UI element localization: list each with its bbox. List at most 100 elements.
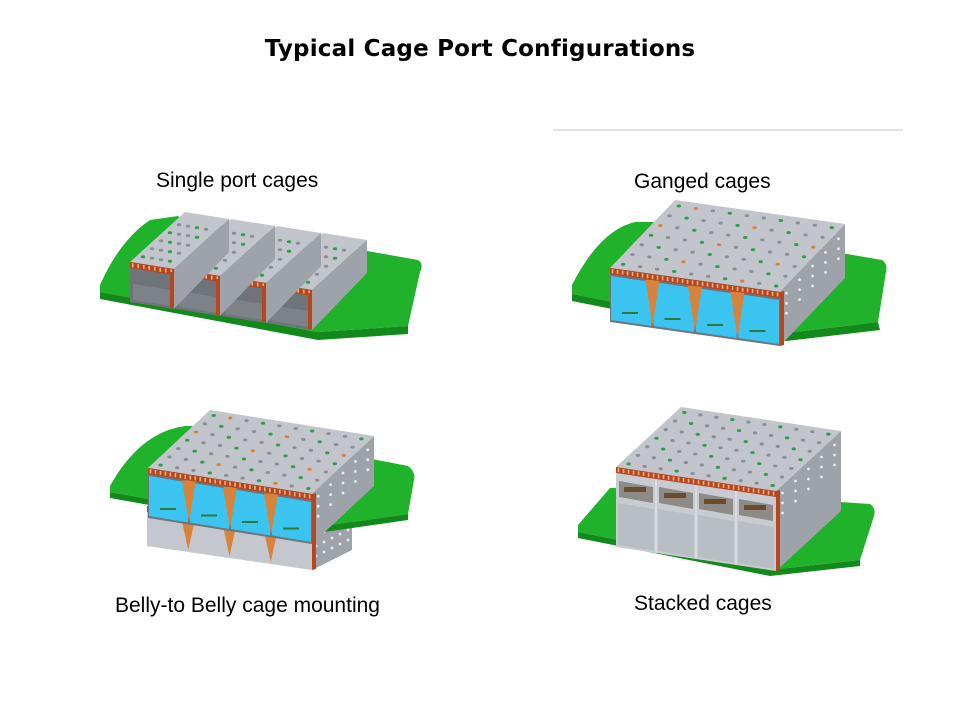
vent-hole [193, 430, 199, 434]
side-vent [785, 301, 788, 305]
vent-hole [786, 231, 791, 235]
cage-side [220, 226, 275, 316]
vent-hole [149, 256, 155, 260]
side-vent [329, 503, 332, 506]
vent-hole [316, 459, 321, 463]
gasket-finger [632, 470, 635, 475]
gasket-finger [174, 473, 177, 478]
vent-hole [630, 253, 635, 257]
vent-hole [760, 238, 765, 242]
vent-hole [301, 437, 306, 441]
lower-port [698, 515, 734, 563]
vent-hole [743, 440, 748, 444]
vent-hole [725, 457, 730, 461]
vent-hole [306, 487, 311, 491]
gasket-finger [637, 471, 640, 476]
vent-hole [667, 214, 672, 218]
vent-hole [211, 413, 216, 417]
vent-hole [795, 221, 801, 225]
gasket-finger [742, 487, 745, 492]
gasket-finger [298, 492, 301, 497]
vent-hole [671, 270, 677, 274]
vent-hole [174, 466, 180, 470]
vent-hole [767, 250, 773, 254]
copper-side-gasket [312, 493, 316, 544]
port-divider [182, 480, 196, 523]
vent-hole [718, 446, 723, 450]
gasket-finger [736, 286, 739, 291]
vent-hole [784, 436, 790, 440]
vent-hole [775, 262, 780, 266]
vent-hole [704, 424, 710, 428]
vent-hole [277, 424, 282, 428]
caption-single-port-cages: Single port cages [156, 169, 319, 192]
gasket-finger [154, 470, 157, 475]
gasket-finger [229, 481, 231, 486]
gasket-finger [707, 481, 710, 486]
gasket-finger [302, 289, 305, 294]
vent-hole [739, 279, 745, 283]
vent-hole [811, 245, 816, 249]
vent-hole [762, 422, 767, 426]
vent-hole [754, 481, 759, 485]
connector-pin [664, 318, 681, 320]
vent-hole [167, 250, 173, 254]
gasket-finger [288, 491, 291, 496]
cage-side [312, 240, 367, 330]
gasket-finger [677, 477, 680, 482]
copper-side-gasket [216, 279, 220, 315]
vent-hole [702, 443, 707, 447]
side-vent [366, 468, 370, 472]
gasket-finger [661, 276, 664, 281]
vent-hole [295, 241, 301, 245]
vent-hole [167, 240, 173, 244]
port-divider [222, 524, 237, 556]
vent-hole [282, 473, 287, 477]
side-vent [824, 261, 827, 264]
side-vent [322, 550, 326, 554]
vent-hole [250, 449, 255, 453]
cage-floor [133, 284, 171, 306]
gasket-finger [234, 482, 236, 487]
vent-hole [243, 438, 248, 442]
divider-line [553, 129, 903, 131]
gasket-finger [244, 484, 246, 489]
connector-pin [242, 521, 258, 523]
vent-hole [658, 467, 663, 471]
vent-hole [812, 223, 818, 227]
vent-hole [672, 419, 678, 423]
vent-hole [201, 441, 206, 445]
vent-hole [692, 228, 697, 232]
vent-hole [709, 231, 714, 235]
vent-hole [323, 245, 329, 249]
gasket-finger [611, 269, 614, 274]
vent-hole [679, 430, 684, 434]
side-vent [341, 481, 345, 485]
gasket-finger [131, 263, 134, 268]
gasket-finger [676, 278, 679, 283]
vent-hole [663, 428, 668, 432]
vent-hole [637, 265, 643, 269]
vent-hole [226, 435, 232, 439]
caption-belly-to-belly: Belly-to Belly cage mounting [115, 594, 380, 617]
gasket-finger [170, 269, 173, 274]
gasket-finger [666, 277, 669, 282]
vent-hole [686, 441, 691, 445]
cage-floor [271, 305, 309, 327]
vent-hole [273, 481, 278, 485]
vent-hole [677, 450, 682, 454]
port-divider [181, 518, 196, 550]
vent-hole [235, 427, 240, 431]
port-divider [223, 487, 237, 529]
single-port-cages-illustration [100, 212, 422, 340]
vent-hole [707, 253, 712, 257]
stacked-cage [616, 407, 841, 571]
gasket-finger [737, 486, 740, 491]
vent-hole [784, 252, 790, 256]
gasket-finger [210, 275, 213, 280]
vent-hole [744, 214, 750, 218]
vent-hole [268, 432, 273, 436]
vent-hole [714, 415, 719, 419]
vent-hole [259, 273, 265, 277]
gasket-finger [631, 272, 634, 277]
